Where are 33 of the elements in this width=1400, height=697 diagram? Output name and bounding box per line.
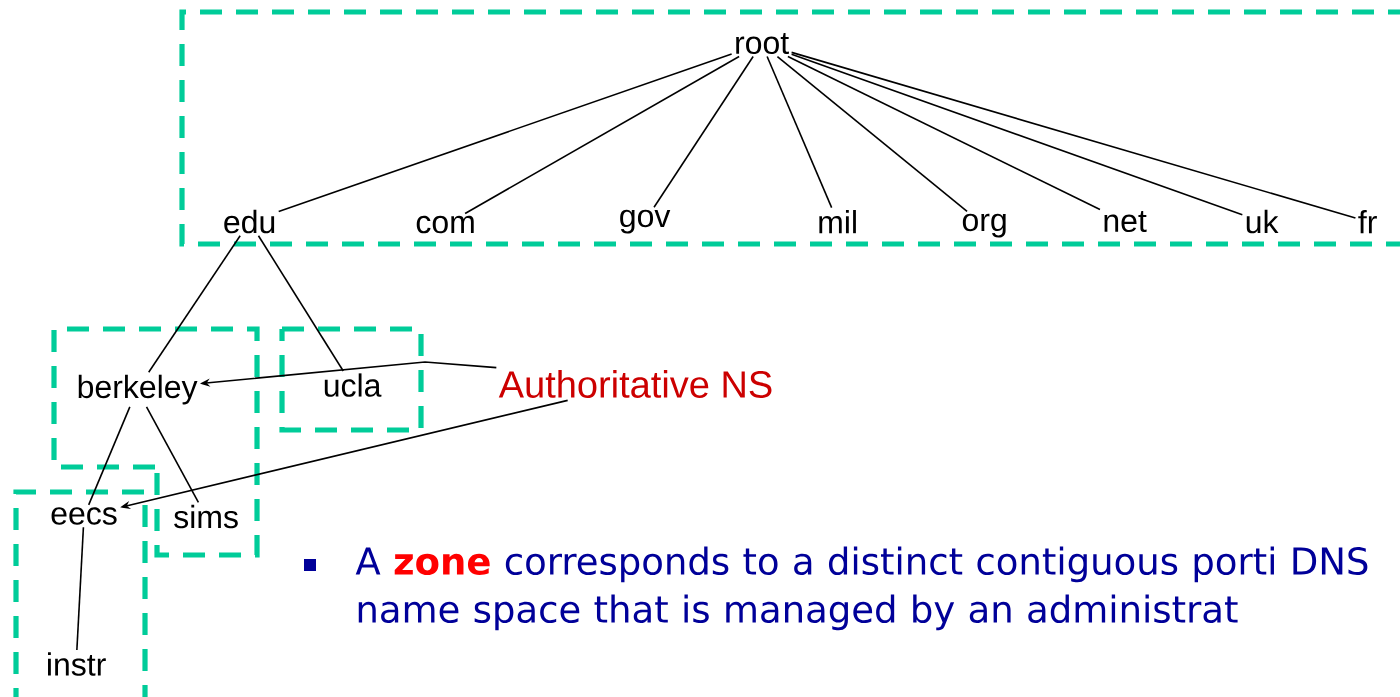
tree-line: [257, 234, 345, 372]
domain-label: fr: [1358, 210, 1377, 234]
domain-label: uk: [1246, 209, 1279, 234]
domain-label: mil: [819, 210, 856, 234]
domain-label: root: [736, 33, 789, 55]
tree-line: [145, 406, 200, 504]
tree-line: [653, 55, 754, 209]
tree-line: [776, 55, 968, 213]
domain-label: org: [962, 213, 1006, 238]
zone-outline: [51, 326, 260, 558]
tree-line: [766, 55, 833, 209]
tree-line: [464, 55, 740, 215]
bullet-text: A zone corresponds to a distinct contiguous porti DNS name space that is managed by an administrat: [355, 546, 1368, 631]
tree-line: [277, 53, 733, 213]
tree-line: [790, 53, 1244, 216]
tree-line: [76, 526, 85, 651]
tree-line: [147, 234, 241, 374]
callout-label: Authoritative NS: [498, 370, 772, 398]
tree-line: [790, 51, 1357, 219]
domain-label: net: [1104, 211, 1147, 233]
domain-label: eecs: [51, 507, 117, 525]
domain-label: sims: [174, 504, 238, 529]
domain-label: instr: [48, 652, 106, 676]
domain-label: edu: [224, 209, 275, 234]
domain-label: com: [416, 215, 474, 234]
domain-label: gov: [620, 209, 671, 234]
tree-line: [87, 406, 131, 506]
domain-label: ucla: [324, 373, 382, 397]
zone-outline: [279, 326, 424, 433]
zone-outline: [13, 489, 148, 697]
domain-label: berkeley: [78, 374, 198, 405]
zone-outline: [179, 9, 1400, 247]
tree-line: [787, 55, 1101, 211]
